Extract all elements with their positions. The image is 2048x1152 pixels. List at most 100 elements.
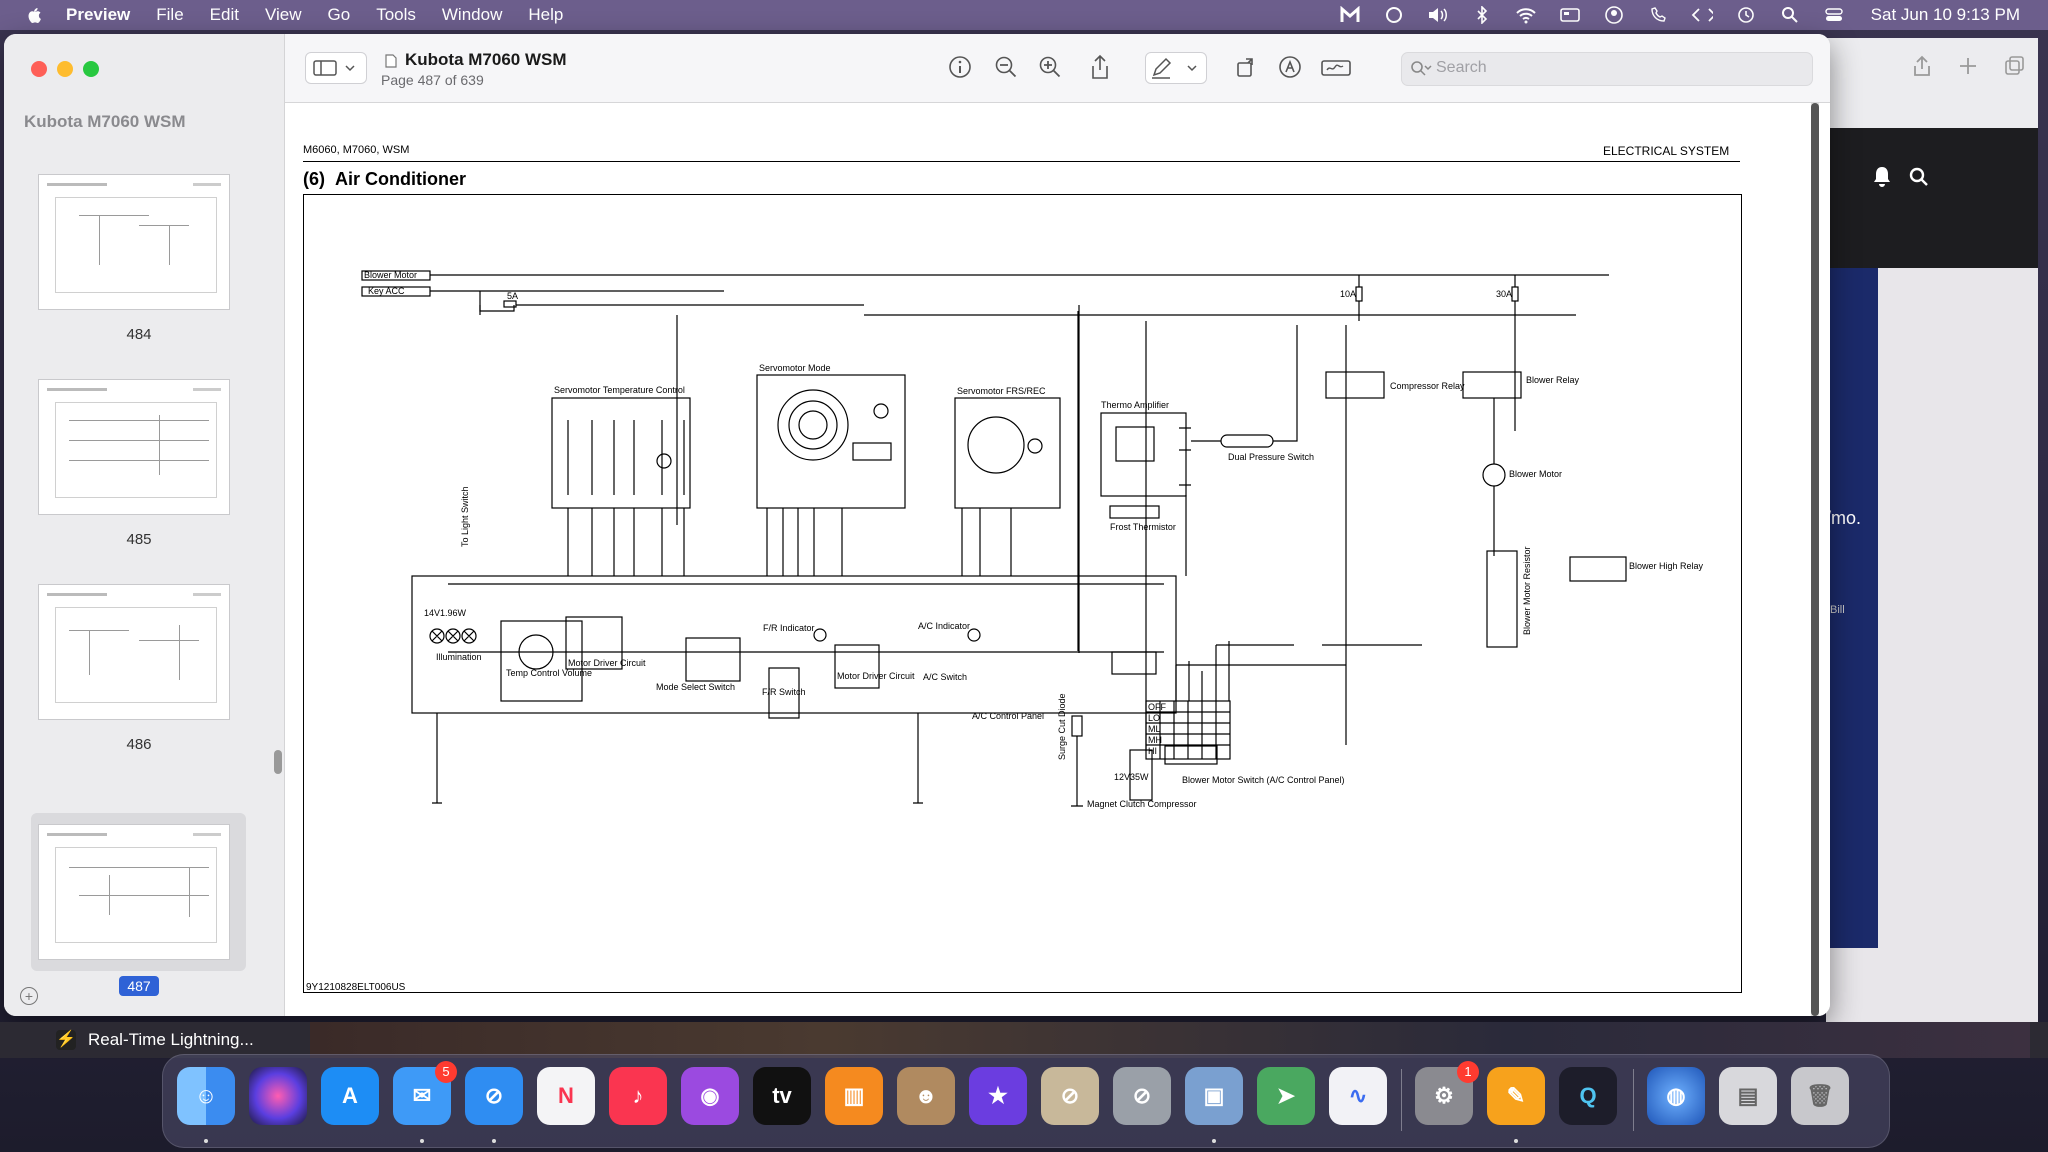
mail-icon[interactable]: ✉5 [393,1061,457,1125]
music-icon[interactable]: ♪ [609,1067,667,1125]
system-settings-icon[interactable]: ⚙1 [1415,1061,1479,1125]
utility-icon[interactable]: ⊘ [1113,1067,1171,1125]
control-center-icon[interactable] [1823,6,1845,24]
page-thumbnail-484[interactable] [38,174,230,310]
share-icon[interactable] [1910,54,1934,78]
minimize-window-button[interactable] [57,61,73,77]
menu-file[interactable]: File [156,5,184,24]
tab-overview-icon[interactable] [2002,54,2026,78]
app-store-icon[interactable]: A [321,1067,379,1125]
quicktime-icon[interactable]: Q [1559,1067,1617,1125]
background-window-strip: ⚡ Real-Time Lightning... [0,1022,2048,1058]
signature-button[interactable] [1319,52,1353,82]
add-page-icon[interactable]: + [20,987,38,1005]
menu-window[interactable]: Window [441,5,503,24]
document-view[interactable]: M6060, M7060, WSM ELECTRICAL SYSTEM (6) … [285,103,1830,1016]
preview-icon[interactable]: ▣ [1185,1067,1243,1125]
zoom-out-button[interactable] [991,52,1021,82]
pages-icon[interactable]: ✎ [1487,1067,1545,1125]
site-search-icon[interactable] [1908,166,1930,188]
sidebar-toggle-icon [313,60,355,76]
siri-icon[interactable] [249,1067,307,1125]
annotate-icon [1279,56,1301,78]
document-scrollbar-thumb[interactable] [1811,103,1819,1016]
time-machine-icon[interactable] [1735,6,1757,24]
document-file-icon [385,54,397,68]
menu-tools[interactable]: Tools [376,5,416,24]
label-servo-temp: Servomotor Temperature Control [554,385,685,395]
menu-bar-clock[interactable]: Sat Jun 10 9:13 PM [1870,5,2020,24]
label-fuse-10a: 10A [1340,289,1356,299]
rotate-icon [1237,58,1253,77]
label-fuse-30a: 30A [1496,289,1512,299]
grammarly-icon[interactable] [1383,6,1405,24]
maps-icon[interactable]: ➤ [1257,1067,1315,1125]
label-to-light-switch: To Light Switch [460,486,470,547]
info-button[interactable] [945,52,975,82]
label-blower-motor: Blower Motor [364,270,417,280]
phone-icon[interactable] [1647,6,1669,24]
contacts-icon[interactable]: ☻ [897,1067,955,1125]
label-ac-indicator: A/C Indicator [918,621,970,631]
wifi-icon[interactable] [1515,6,1537,24]
menu-go[interactable]: Go [327,5,351,24]
documents-stack-icon[interactable]: ▤ [1719,1067,1777,1125]
background-window-item[interactable]: ⚡ Real-Time Lightning... [56,1026,254,1054]
markup-button[interactable] [1145,52,1207,84]
menu-app-name[interactable]: Preview [66,5,131,24]
share-button[interactable] [1085,52,1115,82]
volume-icon[interactable] [1427,6,1449,24]
apple-logo-icon[interactable] [24,5,44,25]
menu-view[interactable]: View [264,5,302,24]
user-account-icon[interactable] [1603,6,1625,24]
rotate-button[interactable] [1231,52,1261,82]
info-icon [949,56,971,78]
preview-tools-icon[interactable]: ⊘ [1041,1067,1099,1125]
document-scrollbar[interactable] [1811,103,1819,1016]
safari-icon[interactable]: ⊘ [465,1067,523,1125]
code-brackets-icon[interactable] [1691,6,1713,24]
page-thumbnail-485[interactable] [38,379,230,515]
menu-help[interactable]: Help [528,5,564,24]
pdf-page: M6060, M7060, WSM ELECTRICAL SYSTEM (6) … [285,103,1805,1016]
malwarebytes-icon[interactable] [1339,6,1361,24]
podcasts-icon[interactable]: ◉ [681,1067,739,1125]
page-indicator: Page 487 of 639 [381,72,484,88]
network-globe-icon[interactable]: ◍ [1647,1067,1705,1125]
label-fr-switch: F/R Switch [762,687,806,697]
search-field[interactable]: Search [1401,52,1813,86]
label-key-acc: Key ACC [368,286,405,296]
zoom-window-button[interactable] [83,61,99,77]
page-number-487-selected: 487 [119,976,159,996]
running-indicator [492,1139,496,1143]
label-compressor-relay: Compressor Relay [1390,381,1465,391]
menu-edit[interactable]: Edit [209,5,239,24]
wiring-diagram: Blower Motor Key ACC 5A 10A 30A Servomot… [303,194,1742,993]
finder-icon[interactable]: ☺ [177,1067,235,1125]
close-window-button[interactable] [31,61,47,77]
tv-icon[interactable]: tv [753,1067,811,1125]
label-blower-high-relay: Blower High Relay [1629,561,1704,571]
label-ac-switch: A/C Switch [923,672,967,682]
spotlight-search-icon[interactable] [1779,6,1801,24]
sidebar-toggle-button[interactable] [305,52,367,84]
preview-window: Kubota M7060 WSM 484 485 486 [4,34,1830,1016]
annotate-button[interactable] [1275,52,1305,82]
freeform-icon[interactable]: ∿ [1329,1067,1387,1125]
imovie-icon[interactable]: ★ [969,1067,1027,1125]
new-tab-icon[interactable] [1956,54,1980,78]
sidebar-scrollbar[interactable] [274,750,282,774]
zoom-in-button[interactable] [1035,52,1065,82]
page-thumbnail-487[interactable] [38,824,230,960]
notification-bell-icon[interactable] [1870,164,1894,190]
news-icon[interactable]: N [537,1067,595,1125]
books-icon[interactable]: ▥ [825,1067,883,1125]
background-price-text: /mo. [1826,508,1862,528]
bluetooth-icon[interactable] [1471,6,1493,24]
trash-icon[interactable]: 🗑 [1791,1067,1849,1125]
page-thumbnail-486[interactable] [38,584,230,720]
preview-toolbar: Kubota M7060 WSM Page 487 of 639 Search [285,34,1830,103]
label-blower-motor-switch: Blower Motor Switch (A/C Control Panel) [1182,775,1345,785]
background-browser-toolbar [1826,38,2038,129]
display-icon[interactable] [1559,6,1581,24]
